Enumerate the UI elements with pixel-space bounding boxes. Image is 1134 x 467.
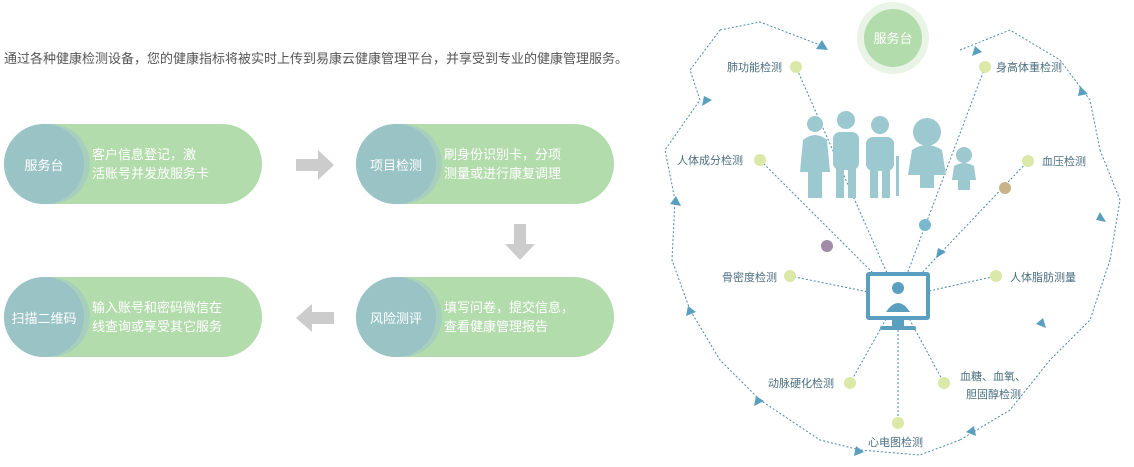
check-label-blood-pressure: 血压检测 bbox=[1042, 154, 1086, 168]
check-label-body-composition: 人体成分检测 bbox=[677, 153, 743, 167]
step-badge: 项目检测 bbox=[356, 124, 436, 204]
step-description: 刷身份识别卡，分项 测量或进行康复调理 bbox=[444, 146, 604, 184]
check-label-bone-density: 骨密度检测 bbox=[722, 270, 777, 284]
flow-step-risk-assessment: 风险测评 填写问卷，提交信息， 查看健康管理报告 bbox=[356, 277, 614, 357]
check-node-dots bbox=[754, 61, 1034, 429]
step-description: 客户信息登记，激 活账号并发放服务卡 bbox=[92, 146, 252, 184]
check-label-arteriosclerosis: 动脉硬化检测 bbox=[768, 376, 834, 390]
step-badge: 风险测评 bbox=[356, 277, 436, 357]
step-description-line: 输入账号和密码微信在 bbox=[92, 301, 223, 316]
check-label-blood: 血糖、血氧、 bbox=[960, 369, 1026, 383]
step-description-line: 填写问卷，提交信息， bbox=[444, 301, 575, 316]
flow-step-item-check: 项目检测 刷身份识别卡，分项 测量或进行康复调理 bbox=[356, 124, 614, 204]
outer-dotted-ring bbox=[664, 21, 1121, 456]
health-check-network-diagram: 服务台 bbox=[664, 2, 1121, 456]
check-label-body-fat: 人体脂肪测量 bbox=[1010, 270, 1076, 284]
check-label-blood: 胆固醇检测 bbox=[966, 387, 1021, 401]
check-label-ecg: 心电图检测 bbox=[868, 435, 923, 449]
arrow-right-icon bbox=[296, 150, 334, 180]
step-badge: 扫描二维码 bbox=[4, 277, 84, 357]
check-label-height-weight: 身高体重检测 bbox=[996, 60, 1062, 74]
step-description: 填写问卷，提交信息， 查看健康管理报告 bbox=[444, 299, 604, 337]
step-description-line: 客户信息登记，激 bbox=[92, 148, 197, 163]
check-label-lung: 肺功能检测 bbox=[727, 60, 782, 74]
intro-text: 通过各种健康检测设备，您的健康指标将被实时上传到易康云健康管理平台，并享受到专业… bbox=[4, 52, 629, 67]
flow-step-scan-qr: 扫描二维码 输入账号和密码微信在 线查询或享受其它服务 bbox=[4, 277, 262, 357]
step-description-line: 线查询或享受其它服务 bbox=[92, 320, 223, 335]
family-figures-icon bbox=[800, 111, 976, 198]
ring-arrowheads bbox=[670, 40, 1106, 456]
step-badge: 服务台 bbox=[4, 124, 84, 204]
step-description-line: 刷身份识别卡，分项 bbox=[444, 148, 562, 163]
accent-dot bbox=[919, 219, 931, 231]
service-desk-label: 服务台 bbox=[873, 31, 912, 47]
arrow-left-icon bbox=[296, 304, 334, 332]
step-description-line: 测量或进行康复调理 bbox=[444, 167, 562, 182]
accent-dot bbox=[821, 240, 833, 252]
flow-step-service-desk: 服务台 客户信息登记，激 活账号并发放服务卡 bbox=[4, 124, 262, 204]
arrow-down-icon bbox=[505, 224, 535, 260]
step-description-line: 活账号并发放服务卡 bbox=[92, 167, 210, 182]
monitor-doctor-icon bbox=[866, 272, 930, 330]
service-desk-circle bbox=[864, 9, 922, 67]
accent-dot bbox=[999, 182, 1011, 194]
step-description-line: 查看健康管理报告 bbox=[444, 320, 549, 335]
step-description: 输入账号和密码微信在 线查询或享受其它服务 bbox=[92, 299, 252, 337]
